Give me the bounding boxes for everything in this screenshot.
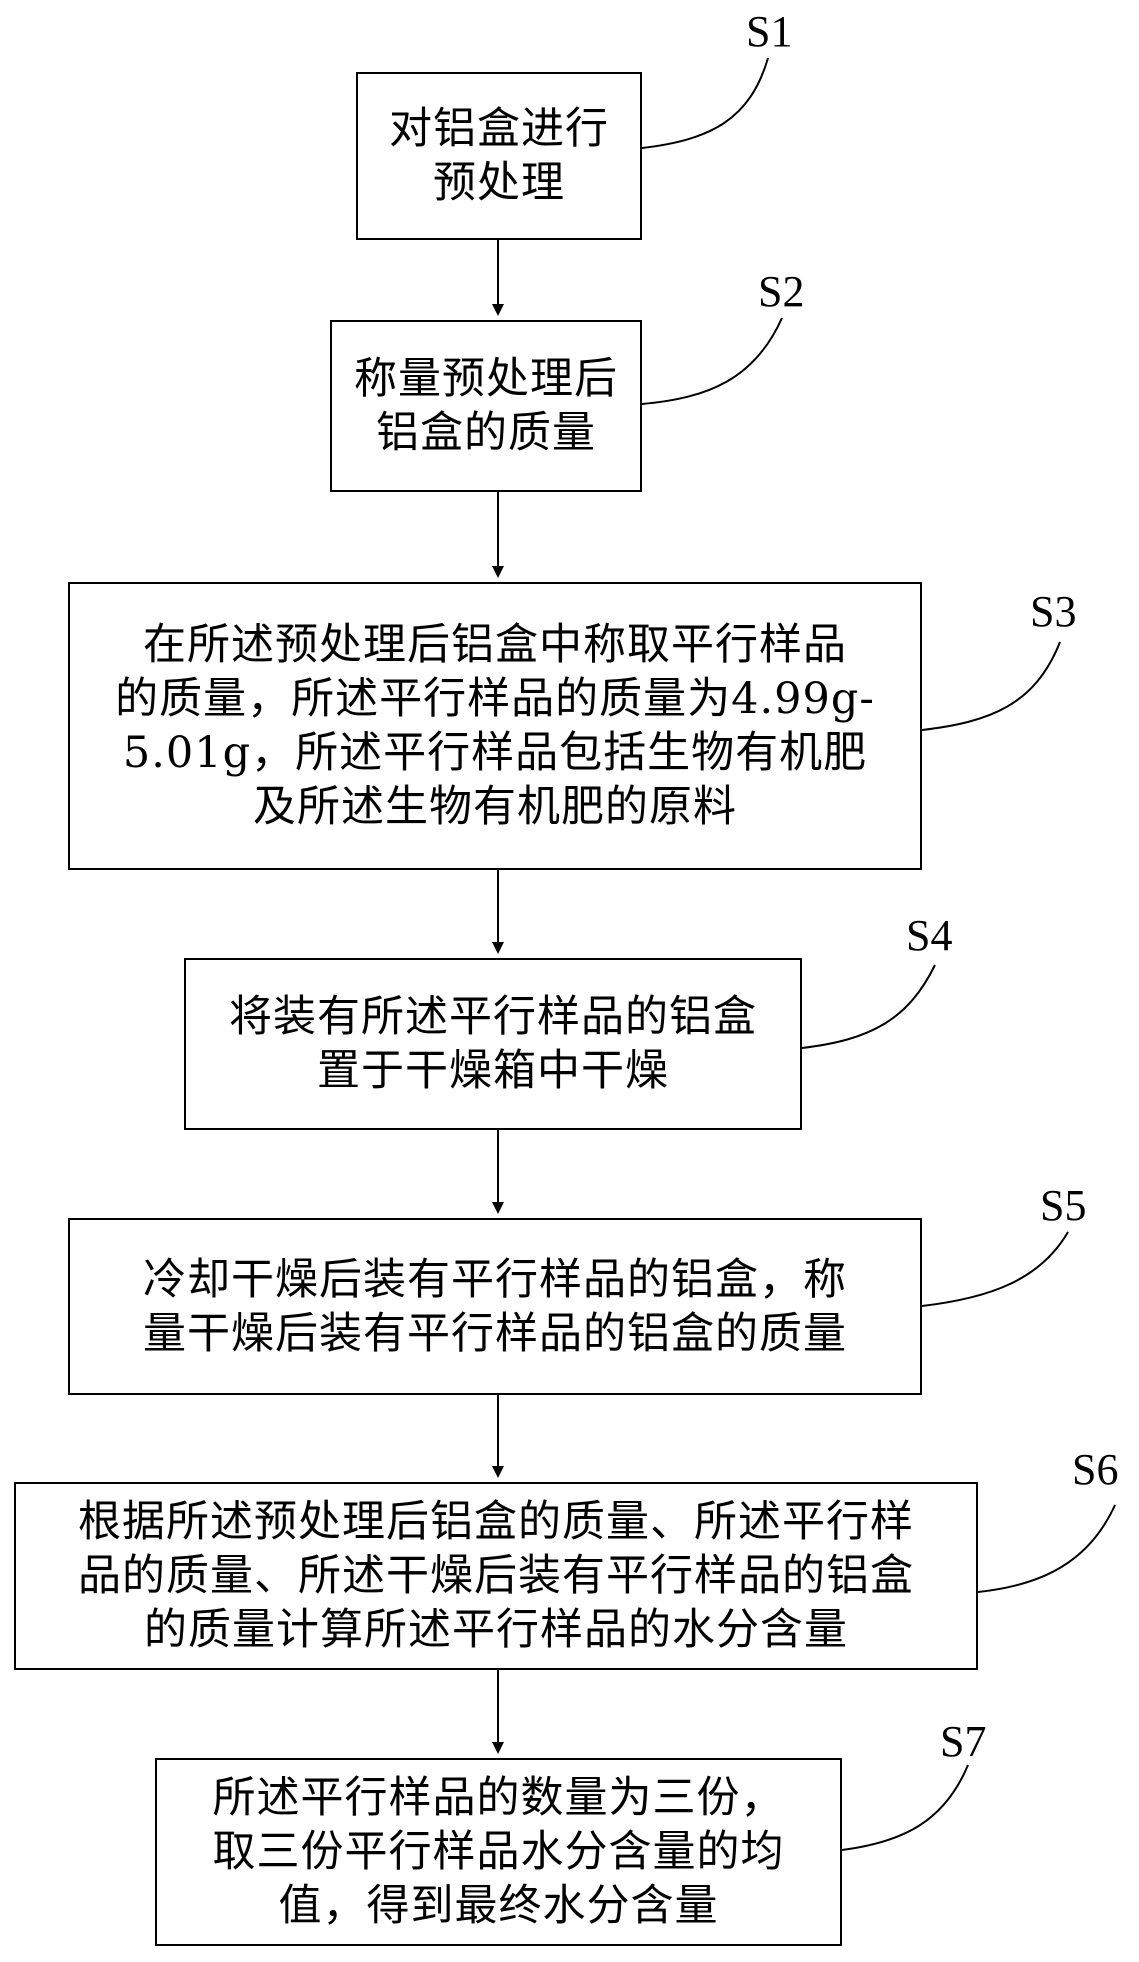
step-box-s1: 对铝盒进行 预处理 bbox=[356, 72, 642, 240]
leader-s5 bbox=[921, 1231, 1069, 1307]
step-text-line: 及所述生物有机肥的原料 bbox=[253, 782, 737, 832]
step-label-s5: S5 bbox=[1040, 1181, 1087, 1230]
step-text-line: 品的质量、所述干燥后装有平行样品的铝盒 bbox=[78, 1551, 914, 1601]
step-text-line: 预处理 bbox=[433, 158, 565, 208]
step-text-line: 5.01g，所述平行样品包括生物有机肥 bbox=[122, 728, 868, 778]
step-text-line: 对铝盒进行 bbox=[389, 104, 609, 154]
step-label-s1: S1 bbox=[746, 7, 793, 56]
step-label-s4: S4 bbox=[906, 911, 953, 960]
leader-s7 bbox=[841, 1764, 969, 1851]
step-text-line: 冷却干燥后装有平行样品的铝盒，称 bbox=[143, 1254, 847, 1305]
step-text-line: 值，得到最终水分含量 bbox=[278, 1881, 719, 1931]
step-label-s7: S7 bbox=[940, 1717, 987, 1766]
leader-s1 bbox=[641, 57, 769, 149]
leader-s2 bbox=[641, 317, 783, 405]
step-box-s7: 所述平行样品的数量为三份， 取三份平行样品水分含量的均 值，得到最终水分含量 bbox=[155, 1758, 842, 1946]
step-label-s3: S3 bbox=[1030, 587, 1077, 636]
step-box-s6: 根据所述预处理后铝盒的质量、所述平行样 品的质量、所述干燥后装有平行样品的铝盒 … bbox=[14, 1482, 978, 1670]
leader-s4 bbox=[801, 964, 936, 1049]
step-box-s4: 将装有所述平行样品的铝盒 置于干燥箱中干燥 bbox=[184, 958, 802, 1130]
step-label-s2: S2 bbox=[758, 267, 805, 316]
step-text-line: 量干燥后装有平行样品的铝盒的质量 bbox=[143, 1308, 847, 1359]
step-text-line: 称量预处理后 bbox=[354, 354, 618, 404]
step-box-s3: 在所述预处理后铝盒中称取平行样品 的质量，所述平行样品的质量为4.99g- 5.… bbox=[68, 582, 922, 870]
step-text-line: 所述平行样品的数量为三份， bbox=[212, 1773, 785, 1823]
step-text-line: 的质量计算所述平行样品的水分含量 bbox=[144, 1605, 848, 1655]
step-text-line: 取三份平行样品水分含量的均 bbox=[212, 1827, 785, 1877]
step-text-line: 铝盒的质量 bbox=[376, 408, 596, 458]
step-text-line: 的质量，所述平行样品的质量为4.99g- bbox=[115, 674, 875, 724]
leader-s3 bbox=[921, 641, 1061, 731]
step-text-line: 将装有所述平行样品的铝盒 bbox=[229, 992, 757, 1042]
step-label-s6: S6 bbox=[1072, 1445, 1119, 1494]
step-text-line: 置于干燥箱中干燥 bbox=[317, 1046, 669, 1096]
step-text-line: 根据所述预处理后铝盒的质量、所述平行样 bbox=[78, 1497, 914, 1547]
leader-s6 bbox=[977, 1504, 1116, 1593]
step-box-s5: 冷却干燥后装有平行样品的铝盒，称 量干燥后装有平行样品的铝盒的质量 bbox=[68, 1218, 922, 1395]
step-text-line: 在所述预处理后铝盒中称取平行样品 bbox=[143, 620, 847, 670]
step-box-s2: 称量预处理后 铝盒的质量 bbox=[330, 320, 642, 492]
